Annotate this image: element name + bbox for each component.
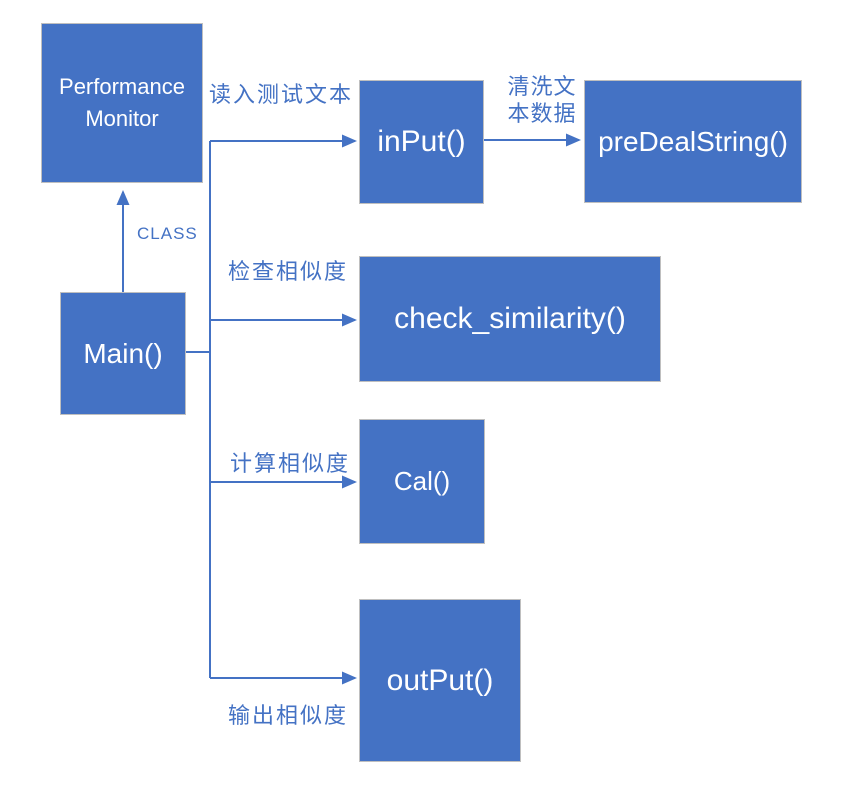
edge-label-check-similarity: 检查相似度 <box>228 259 349 284</box>
node-predealstring: preDealString() <box>584 80 802 203</box>
edge-label-clean-text-line1: 清洗文 <box>507 74 577 99</box>
node-cal-label: Cal() <box>393 466 451 496</box>
node-cal: Cal() <box>359 419 485 544</box>
node-output: outPut() <box>359 599 521 762</box>
node-predealstring-label: preDealString() <box>598 125 788 157</box>
edge-label-class: CLASS <box>137 224 198 243</box>
edge-label-clean-text-line2: 本数据 <box>507 101 577 126</box>
node-main: Main() <box>60 292 186 415</box>
node-main-label: Main() <box>83 337 163 369</box>
node-input: inPut() <box>359 80 484 204</box>
node-check-similarity: check_similarity() <box>359 256 661 382</box>
edge-label-calc-similarity: 计算相似度 <box>230 451 351 476</box>
node-check-similarity-label: check_similarity() <box>394 302 626 335</box>
edge-label-output-similarity: 输出相似度 <box>228 703 349 728</box>
node-output-label: outPut() <box>386 663 494 697</box>
node-performance-monitor-label: Performance Monitor <box>59 74 185 131</box>
node-performance-monitor: Performance Monitor <box>41 23 203 183</box>
node-input-label: inPut() <box>377 125 466 158</box>
edge-label-read-test-text: 读入测试文本 <box>209 82 354 107</box>
